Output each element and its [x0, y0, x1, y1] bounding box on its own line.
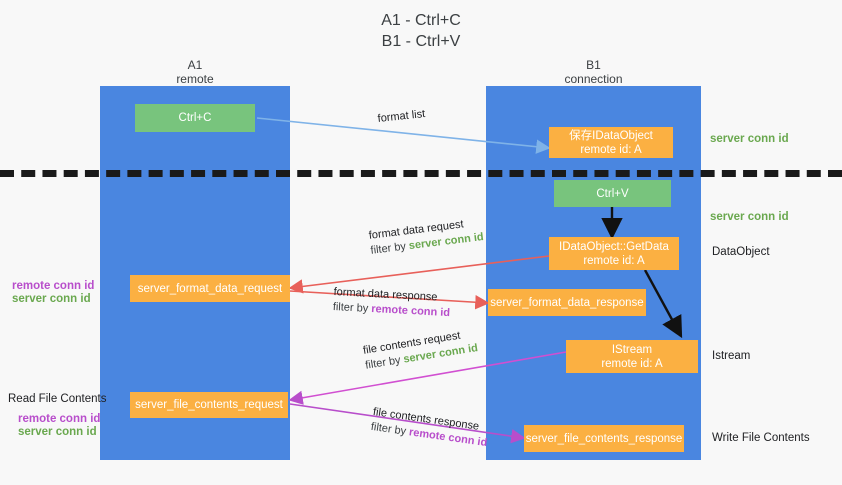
filter-prefix: filter by [332, 300, 372, 315]
label-read-file-contents: Read File Contents [8, 393, 107, 405]
lane-header-b1: B1 connection [486, 58, 701, 86]
box-ctrl-c[interactable]: Ctrl+C [135, 104, 255, 132]
box-ctrl-v-label: Ctrl+V [596, 187, 629, 200]
box-getdata-line2: remote id: A [583, 254, 645, 267]
diagram-title: A1 - Ctrl+C B1 - Ctrl+V [0, 10, 842, 52]
edge-label-format-list-text: format list [377, 108, 426, 125]
label-istream: Istream [712, 350, 751, 362]
box-server-file-contents-request-label: server_file_contents_request [135, 399, 283, 411]
box-server-format-data-request-label: server_format_data_request [137, 282, 283, 295]
edge-label-format-data-request: format data request filter by server con… [368, 215, 485, 259]
phase-divider [0, 170, 842, 177]
box-istream[interactable]: IStream remote id: A [566, 340, 698, 373]
box-save-idataobject-line1: 保存IDataObject [569, 129, 653, 142]
lane-header-a1: A1 remote [100, 58, 290, 86]
title-line-2: B1 - Ctrl+V [381, 33, 461, 50]
lane-a1-name: A1 [187, 58, 203, 72]
label-server-conn-id-2: server conn id [18, 426, 97, 438]
label-write-file-contents: Write File Contents [712, 432, 810, 444]
label-server-conn-id-mid: server conn id [710, 211, 789, 223]
edge-label-format-data-response: format data response filter by remote co… [332, 285, 451, 321]
label-remote-conn-id-2: remote conn id [18, 413, 101, 425]
title-line-1: A1 - Ctrl+C [381, 12, 461, 29]
label-server-conn-id-1: server conn id [12, 293, 91, 305]
label-dataobject: DataObject [712, 246, 770, 258]
lane-a1-sub: remote [176, 72, 214, 86]
box-save-idataobject[interactable]: 保存IDataObject remote id: A [549, 127, 673, 158]
box-istream-line1: IStream [611, 343, 653, 356]
lane-b1-sub: connection [564, 72, 623, 86]
lane-b1-name: B1 [586, 58, 601, 72]
box-server-format-data-request[interactable]: server_format_data_request [130, 275, 290, 302]
edge-label-file-contents-request: file contents request filter by server c… [362, 326, 479, 373]
edge-label-format-list: format list [377, 107, 426, 127]
box-getdata-line1: IDataObject::GetData [559, 240, 669, 253]
box-save-idataobject-line2: remote id: A [580, 143, 642, 156]
filter-prefix: filter by [370, 420, 410, 439]
edge-label-file-contents-response: file contents response filter by remote … [370, 405, 490, 451]
filter-value-remote-conn-id: remote conn id [370, 302, 451, 320]
label-server-conn-id-top: server conn id [710, 133, 789, 145]
box-server-format-data-response-label: server_format_data_response [490, 296, 644, 309]
box-server-format-data-response[interactable]: server_format_data_response [488, 289, 646, 316]
box-istream-line2: remote id: A [601, 357, 663, 370]
box-ctrl-c-label: Ctrl+C [178, 112, 212, 124]
box-server-file-contents-response-label: server_file_contents_response [525, 432, 683, 445]
filter-prefix: filter by [369, 240, 410, 257]
box-idataobject-getdata[interactable]: IDataObject::GetData remote id: A [549, 237, 679, 270]
box-ctrl-v[interactable]: Ctrl+V [554, 180, 671, 207]
box-server-file-contents-request[interactable]: server_file_contents_request [130, 392, 288, 418]
box-server-file-contents-response[interactable]: server_file_contents_response [524, 425, 684, 452]
label-remote-conn-id-1: remote conn id [12, 280, 95, 292]
